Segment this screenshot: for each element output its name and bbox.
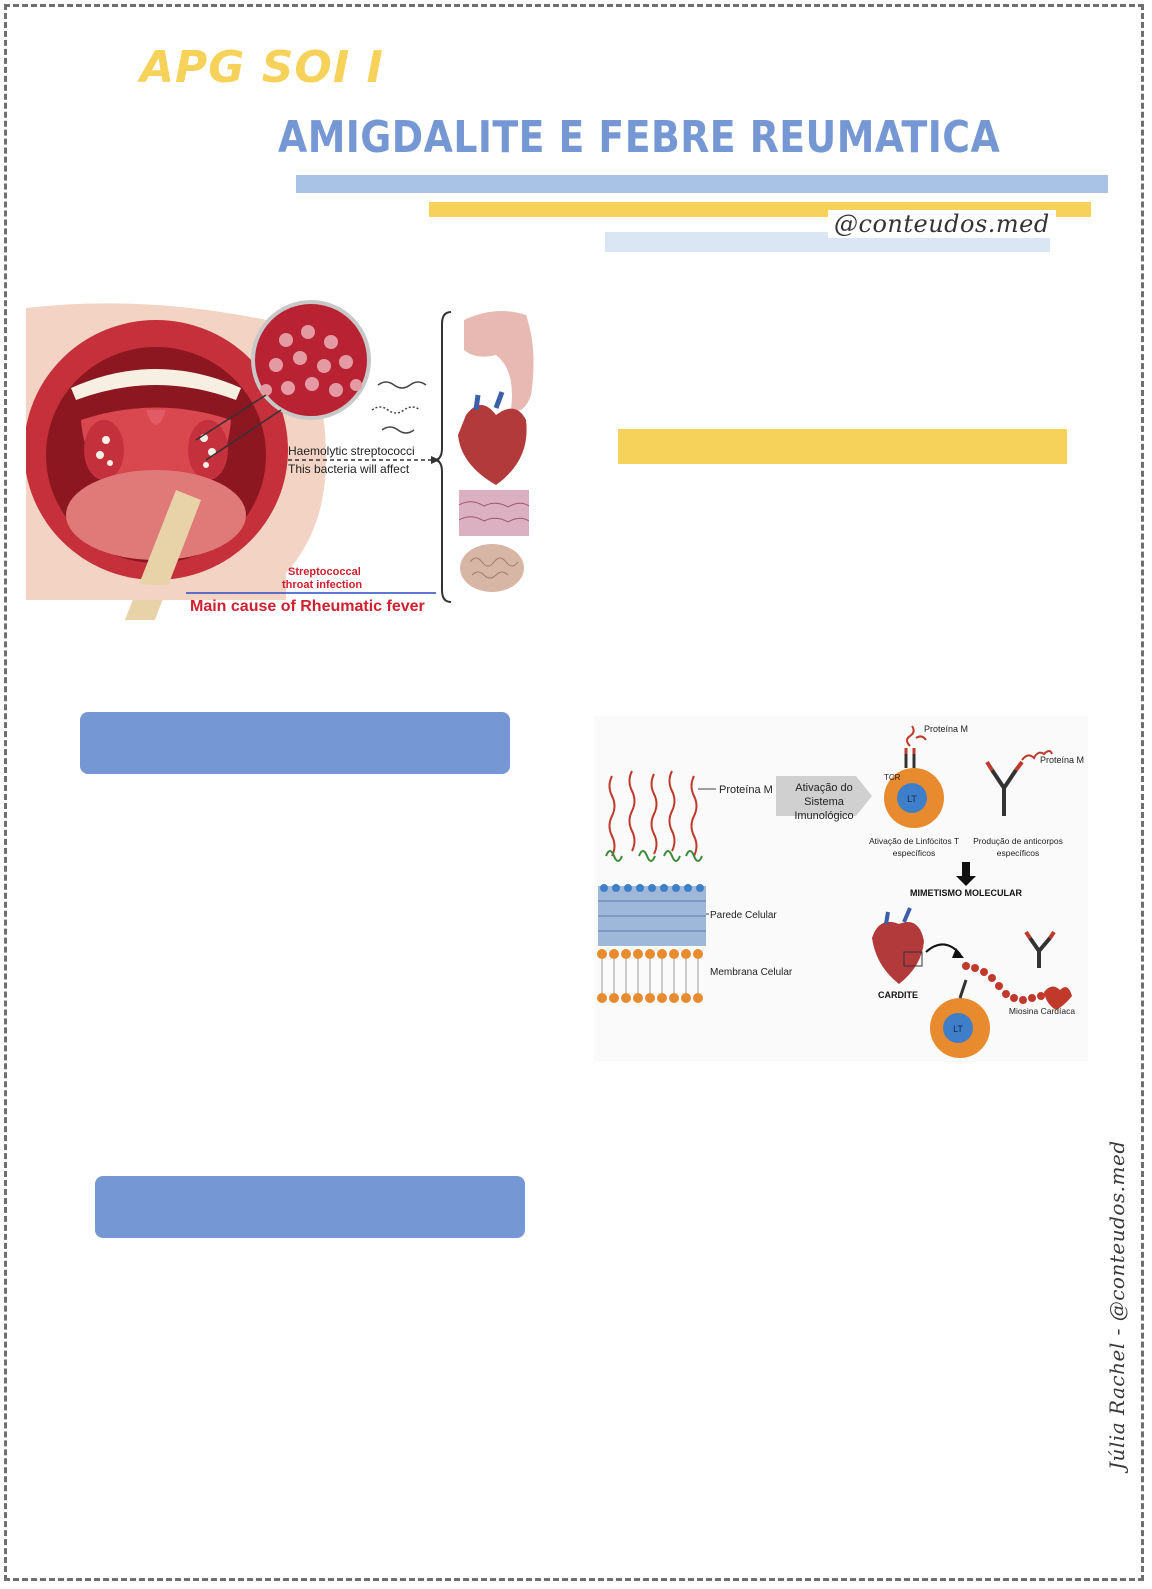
ativacao-line-3: Imunológico — [794, 810, 853, 822]
linfocitos-line-1: Ativação de Linfócitos T — [869, 836, 959, 846]
bacteria-label-1: Haemolytic streptococci — [288, 444, 415, 458]
figure-caption: Main cause of Rheumatic fever — [190, 598, 425, 615]
miosina-label: Miosina Cardíaca — [1009, 1006, 1075, 1016]
ativacao-line-1: Ativação do — [795, 782, 852, 794]
ativacao-line-2: Sistema — [804, 796, 845, 808]
lt-label-2: LT — [953, 1024, 963, 1034]
blue-section-box-1 — [80, 712, 510, 774]
proteina-m-label-3: Proteína M — [1040, 755, 1084, 765]
anticorpos-line-2: específicos — [997, 848, 1040, 858]
molecular-mimicry-figure: Proteína M Parede Celular Membrana Celul… — [594, 716, 1088, 1062]
bacteria-label-2: This bacteria will affect — [288, 462, 410, 476]
handle-label: @conteudos.med — [828, 210, 1056, 238]
page-border — [4, 4, 1144, 1581]
parede-label: Parede Celular — [710, 910, 777, 921]
anticorpos-line-1: Produção de anticorpos — [973, 836, 1063, 846]
tcr-label: TCR — [884, 773, 901, 782]
throat-infection-figure: Haemolytic streptococci This bacteria wi… — [26, 300, 554, 620]
infection-label-2: throat infection — [282, 579, 362, 591]
blue-section-box-2 — [95, 1176, 525, 1238]
linfocitos-line-2: específicos — [893, 848, 936, 858]
cardite-label: CARDITE — [878, 990, 918, 1000]
mimetismo-label: MIMETISMO MOLECULAR — [910, 888, 1022, 898]
lt-label-1: LT — [907, 794, 917, 804]
title-underline-blue — [296, 175, 1108, 193]
page-title: AMIGDALITE E FEBRE REUMATICA — [278, 112, 1001, 163]
proteina-m-label-2: Proteína M — [924, 724, 968, 734]
membrana-label: Membrana Celular — [710, 967, 793, 978]
author-signature: Júlia Rachel - @conteudos.med — [1105, 1140, 1129, 1470]
infection-label-1: Streptococcal — [288, 566, 361, 578]
proteina-m-label: Proteína M — [719, 784, 773, 796]
yellow-highlight-bar — [618, 429, 1067, 464]
apg-heading: APG SOI I — [140, 42, 384, 93]
